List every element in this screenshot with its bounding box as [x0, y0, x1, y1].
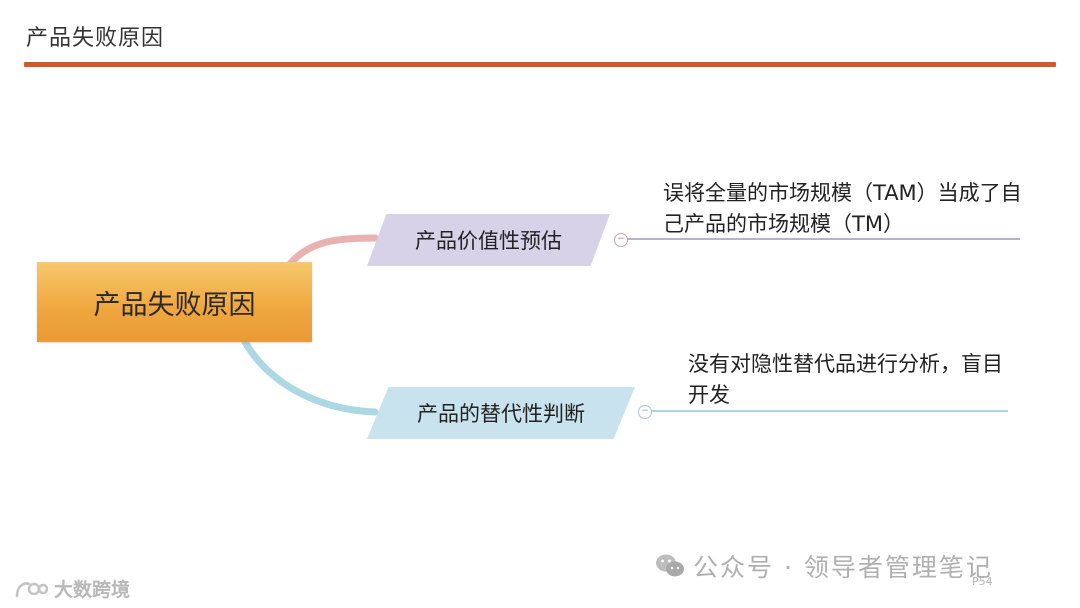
- wechat-icon: [656, 554, 684, 577]
- branch-label: 产品价值性预估: [415, 229, 562, 253]
- connector-root-to-branch-2: [241, 338, 379, 416]
- branch-label: 产品的替代性判断: [417, 402, 585, 426]
- collapse-toggle-icon[interactable]: −: [614, 233, 628, 247]
- brand-logo-icon: [15, 581, 48, 597]
- wechat-watermark: 公众号 · 领导者管理笔记: [655, 548, 993, 584]
- branch-node-substitution-judgment: 产品的替代性判断: [367, 387, 635, 439]
- collapse-toggle-icon[interactable]: −: [638, 405, 652, 419]
- brand-watermark-text: 大数跨境: [54, 579, 131, 601]
- branch-node-value-estimation: 产品价值性预估: [367, 214, 610, 266]
- leaf-detail-substitution-judgment: 没有对隐性替代品进行分析，盲目开发: [688, 352, 1003, 407]
- mindmap-root-node: 产品失败原因: [37, 262, 312, 342]
- leaf-detail-value-estimation: 误将全量的市场规模（TAM）当成了自己产品的市场规模（TM）: [663, 181, 1022, 236]
- wechat-watermark-text: 公众号 · 领导者管理笔记: [693, 553, 993, 582]
- brand-watermark: 大数跨境: [14, 575, 130, 602]
- title-divider: [24, 62, 1056, 67]
- root-node-label: 产品失败原因: [93, 289, 256, 321]
- slide-number: P54: [972, 575, 993, 588]
- connector-root-to-branch-1: [286, 234, 379, 268]
- page-title: 产品失败原因: [26, 26, 165, 51]
